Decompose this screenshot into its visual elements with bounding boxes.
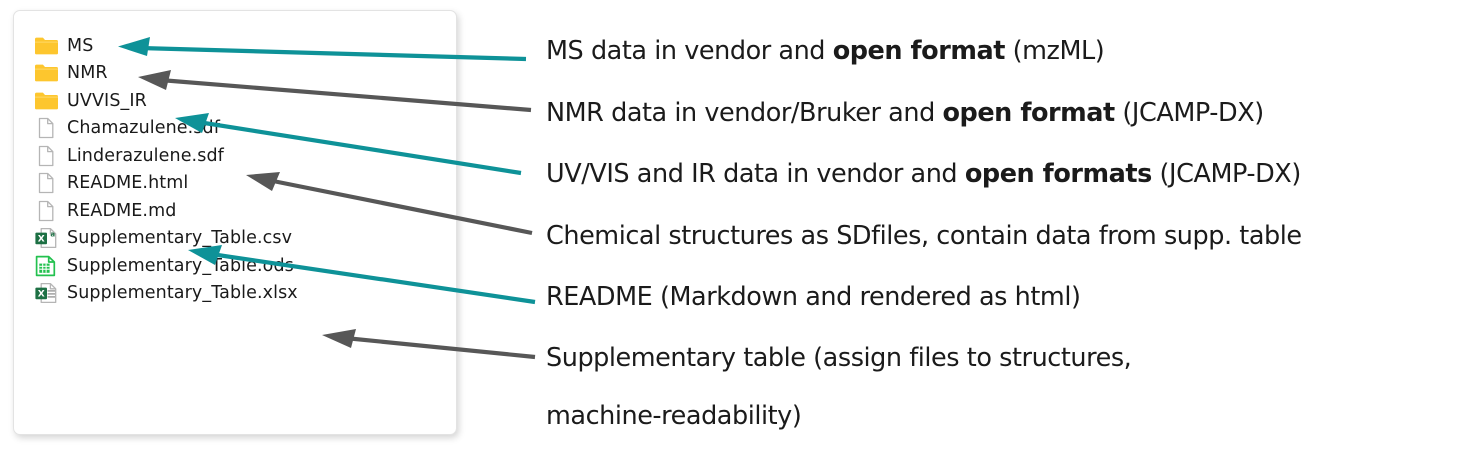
file-name-label: Linderazulene.sdf — [67, 145, 224, 166]
annotation-segment: (JCAMP-DX) — [1114, 98, 1264, 128]
file-name-label: NMR — [67, 63, 108, 84]
annotation-text-group: MS data in vendor and open format (mzML)… — [546, 0, 1473, 455]
file-list-item[interactable]: Supplementary_Table.ods — [14, 252, 456, 280]
file-name-label: Supplementary_Table.csv — [67, 228, 293, 249]
document-icon — [34, 172, 58, 194]
annotation-segment: Supplementary table (assign files to str… — [546, 343, 1132, 373]
document-icon — [34, 145, 58, 167]
supplementary-annotation-line2: machine-readability) — [546, 401, 802, 431]
annotation-segment: open format — [942, 98, 1115, 128]
folder-icon — [34, 35, 58, 57]
file-list-item[interactable]: Chamazulene.sdf — [14, 115, 456, 143]
libreoffice-calc-icon — [34, 255, 58, 277]
svg-text:X: X — [38, 290, 45, 300]
file-name-label: Supplementary_Table.xlsx — [67, 283, 298, 304]
file-list-item[interactable]: X Supplementary_Table.xlsx — [14, 280, 456, 308]
ms-annotation: MS data in vendor and open format (mzML) — [546, 36, 1105, 66]
file-name-label: MS — [67, 35, 94, 56]
annotation-segment: NMR data in vendor/Bruker and — [546, 98, 943, 128]
document-icon — [34, 117, 58, 139]
annotation-segment: open format — [832, 36, 1006, 66]
file-list-item[interactable]: README.md — [14, 197, 456, 225]
file-list-item[interactable]: UVVIS_IR — [14, 87, 456, 115]
uvvis-ir-annotation: UV/VIS and IR data in vendor and open fo… — [546, 159, 1302, 189]
file-list-item[interactable]: MS — [14, 32, 456, 60]
annotation-segment: Chemical structures as SDfiles, contain … — [546, 221, 1302, 251]
annotation-segment: open formats — [964, 159, 1152, 189]
file-name-label: Chamazulene.sdf — [67, 118, 221, 139]
file-name-label: README.md — [67, 200, 177, 221]
file-name-label: UVVIS_IR — [67, 90, 147, 111]
annotation-segment: MS data in vendor and — [546, 36, 833, 66]
svg-text:a: a — [50, 231, 55, 239]
folder-icon — [34, 62, 58, 84]
annotation-segment: README (Markdown and rendered as html) — [546, 282, 1081, 312]
sdfiles-annotation: Chemical structures as SDfiles, contain … — [546, 221, 1302, 251]
annotation-segment: UV/VIS and IR data in vendor and — [546, 159, 965, 189]
file-list-item[interactable]: README.html — [14, 170, 456, 198]
file-list-item[interactable]: NMR — [14, 60, 456, 88]
file-name-label: Supplementary_Table.ods — [67, 255, 294, 276]
excel-xlsx-icon: X — [34, 282, 58, 304]
folder-icon — [34, 90, 58, 112]
annotation-segment: machine-readability) — [546, 401, 802, 431]
file-name-label: README.html — [67, 173, 189, 194]
file-list-item[interactable]: Linderazulene.sdf — [14, 142, 456, 170]
annotation-segment: (JCAMP-DX) — [1151, 159, 1302, 189]
readme-annotation: README (Markdown and rendered as html) — [546, 282, 1081, 312]
nmr-annotation: NMR data in vendor/Bruker and open forma… — [546, 98, 1264, 128]
supplementary-annotation-line1: Supplementary table (assign files to str… — [546, 343, 1132, 373]
svg-text:X: X — [38, 235, 45, 245]
document-icon — [34, 200, 58, 222]
annotation-segment: (mzML) — [1005, 36, 1105, 66]
